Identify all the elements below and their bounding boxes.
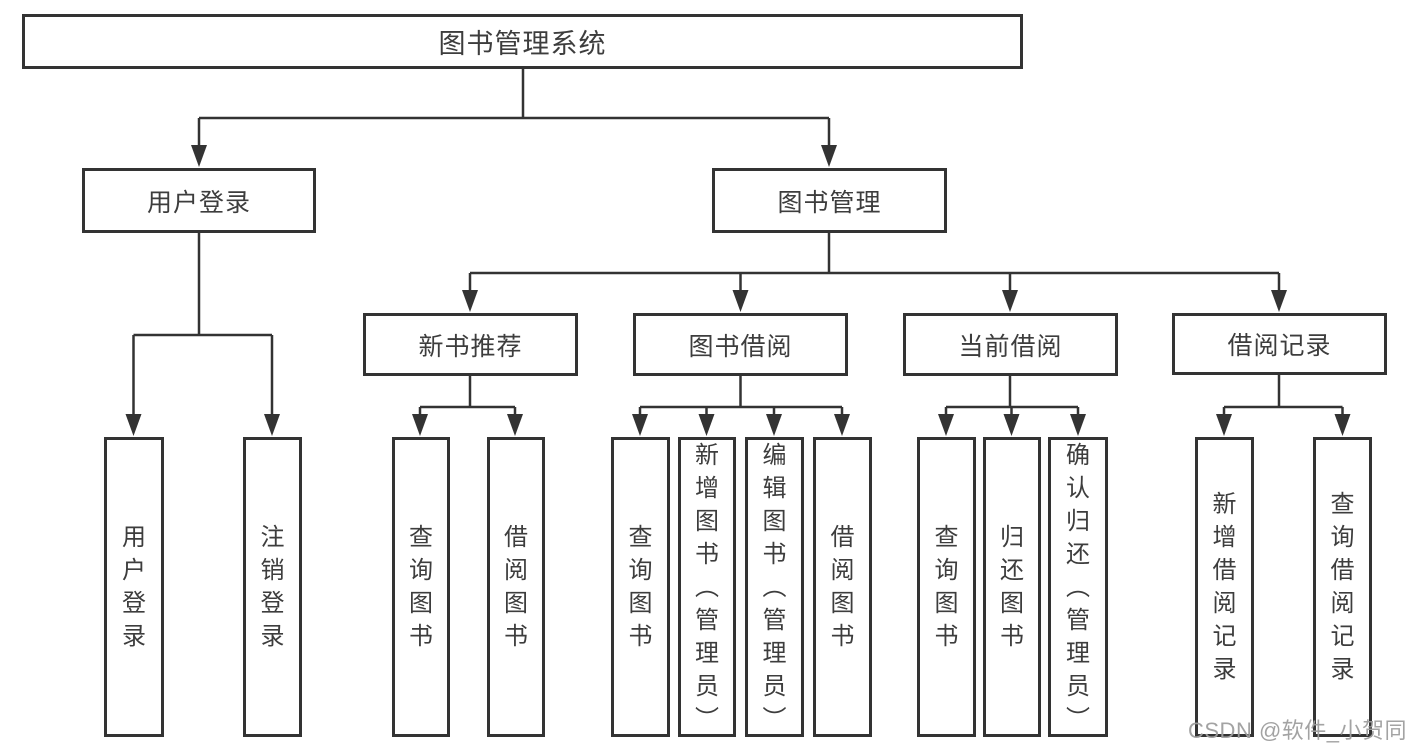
leaf-add-books-admin: 新增图书︵管理员︶ (678, 437, 736, 737)
leaf-confirm-return-admin: 确认归还︵管理员︶ (1048, 437, 1108, 737)
connector-borrow-records-branch (1222, 374, 1344, 422)
leaf-query-books-current: 查询图书 (917, 437, 976, 737)
node-borrowing-records: 借阅记录 (1172, 313, 1387, 375)
connector-book-borrow-branch (638, 375, 844, 422)
node-user-login: 用户登录 (82, 168, 316, 233)
node-current-borrowing: 当前借阅 (903, 313, 1118, 376)
node-book-management-system: 图书管理系统 (22, 14, 1023, 69)
node-label: 借阅记录 (1227, 332, 1332, 360)
leaf-return-books: 归还图书 (983, 437, 1041, 737)
csdn-watermark: CSDN @软件_小贺同学 (1188, 718, 1405, 743)
leaf-query-borrow-record: 查询借阅记录 (1313, 437, 1372, 737)
node-label: 图书管理系统 (438, 29, 607, 59)
connector-new-book-branch (418, 375, 517, 422)
node-label: 图书借阅 (688, 332, 793, 361)
leaf-logout: 注销登录 (243, 437, 302, 737)
leaf-add-borrow-record: 新增借阅记录 (1195, 437, 1254, 737)
node-label: 用户登录 (146, 188, 251, 217)
connector-user-login-branch (132, 232, 274, 422)
connector-root-to-level2 (197, 68, 831, 152)
node-book-management: 图书管理 (712, 168, 947, 233)
leaf-borrow-books-recommend: 借阅图书 (487, 437, 545, 737)
leaf-user-login: 用户登录 (104, 437, 164, 737)
node-book-borrowing: 图书借阅 (633, 313, 848, 376)
node-label: 当前借阅 (958, 332, 1063, 361)
leaf-query-books-borrowing: 查询图书 (611, 437, 670, 737)
leaf-edit-books-admin: 编辑图书︵管理员︶ (745, 437, 804, 737)
node-label: 图书管理 (777, 188, 882, 217)
connector-book-management-branch (468, 232, 1281, 298)
leaf-borrow-books: 借阅图书 (813, 437, 872, 737)
node-label: 新书推荐 (418, 332, 523, 361)
node-new-book-recommendation: 新书推荐 (363, 313, 578, 376)
arrowheads (125, 145, 1351, 436)
leaf-query-books-recommend: 查询图书 (392, 437, 450, 737)
